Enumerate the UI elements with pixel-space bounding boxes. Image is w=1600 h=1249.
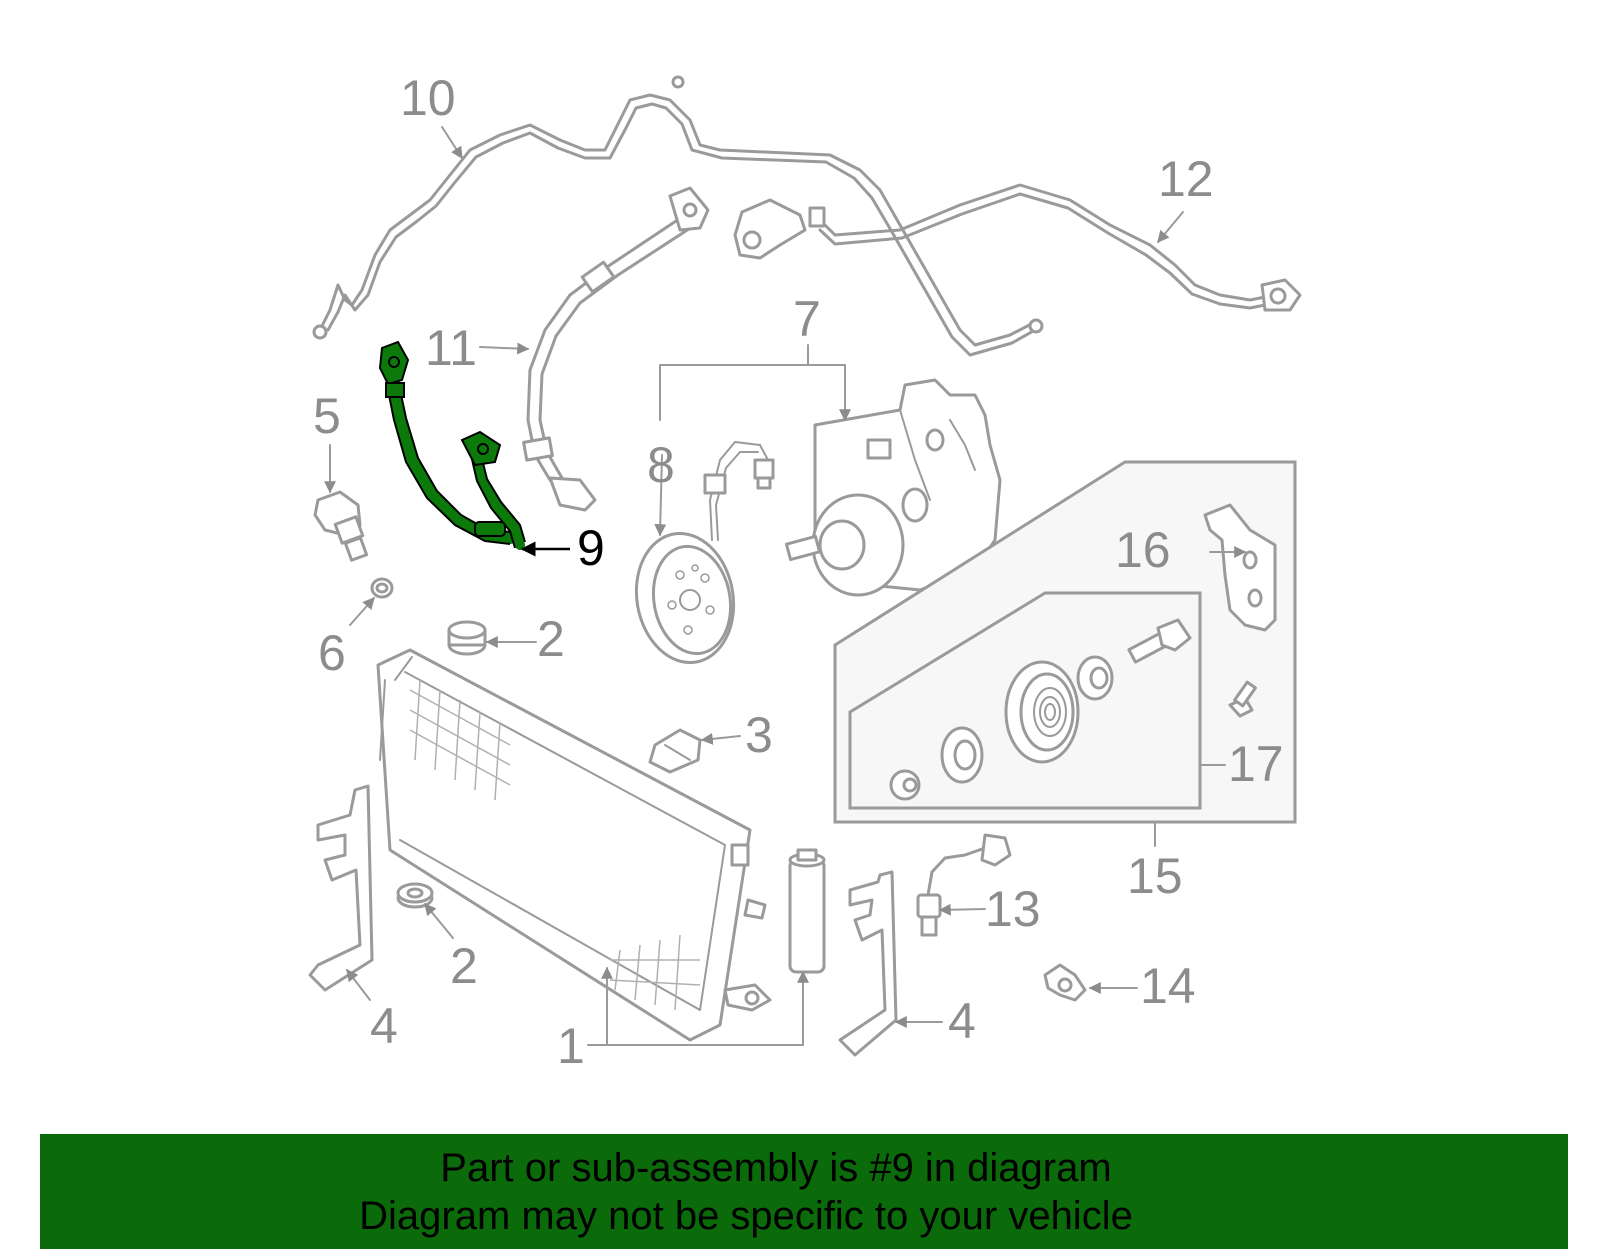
part-4-bracket-left bbox=[308, 784, 374, 992]
label-4-right: 4 bbox=[948, 993, 976, 1049]
part-7-compressor bbox=[784, 378, 1002, 597]
part-8-clutch bbox=[634, 441, 775, 665]
label-5: 5 bbox=[313, 388, 341, 444]
part-6-o-ring bbox=[370, 577, 394, 599]
label-4-left: 4 bbox=[370, 998, 398, 1054]
label-17: 17 bbox=[1228, 736, 1284, 792]
part-14-clip bbox=[1043, 963, 1087, 1002]
label-2-bottom: 2 bbox=[450, 938, 478, 994]
part-2-grommet-bottom bbox=[396, 882, 434, 909]
part-10-line bbox=[312, 75, 1044, 357]
label-13: 13 bbox=[985, 881, 1041, 937]
label-11: 11 bbox=[425, 320, 477, 376]
part-5-switch bbox=[313, 490, 369, 562]
label-6: 6 bbox=[318, 625, 346, 681]
label-16: 16 bbox=[1115, 522, 1171, 578]
part-11-hose bbox=[522, 186, 710, 512]
part-9-hose-highlighted bbox=[378, 340, 526, 550]
callout-labels: 10 12 11 7 5 8 9 16 2 6 3 17 15 13 2 14 … bbox=[313, 70, 1284, 1074]
part-15-bolt bbox=[1228, 680, 1257, 718]
label-9: 9 bbox=[577, 520, 605, 576]
part-16-bracket bbox=[1203, 503, 1277, 632]
label-14: 14 bbox=[1140, 958, 1196, 1014]
label-15: 15 bbox=[1127, 848, 1183, 904]
label-7: 7 bbox=[793, 291, 821, 347]
label-12: 12 bbox=[1158, 151, 1214, 207]
label-8: 8 bbox=[647, 437, 675, 493]
part-12-line bbox=[733, 183, 1302, 312]
label-1: 1 bbox=[557, 1018, 585, 1074]
part-1-receiver-drier bbox=[788, 848, 826, 974]
part-1-condenser bbox=[376, 648, 772, 1042]
label-3: 3 bbox=[745, 707, 773, 763]
label-10: 10 bbox=[400, 70, 456, 126]
part-2-grommet-top bbox=[447, 620, 487, 656]
info-banner: Part or sub-assembly is #9 in diagram Di… bbox=[40, 1134, 1568, 1249]
banner-line-disclaimer: Diagram may not be specific to your vehi… bbox=[359, 1194, 1133, 1238]
banner-line-part-number: Part or sub-assembly is #9 in diagram bbox=[440, 1146, 1112, 1190]
part-3-pad bbox=[648, 728, 702, 774]
part-17-components bbox=[889, 618, 1192, 801]
leader-lines bbox=[324, 126, 1247, 1046]
label-2-top: 2 bbox=[537, 611, 565, 667]
part-4-bracket-right bbox=[838, 870, 898, 1057]
